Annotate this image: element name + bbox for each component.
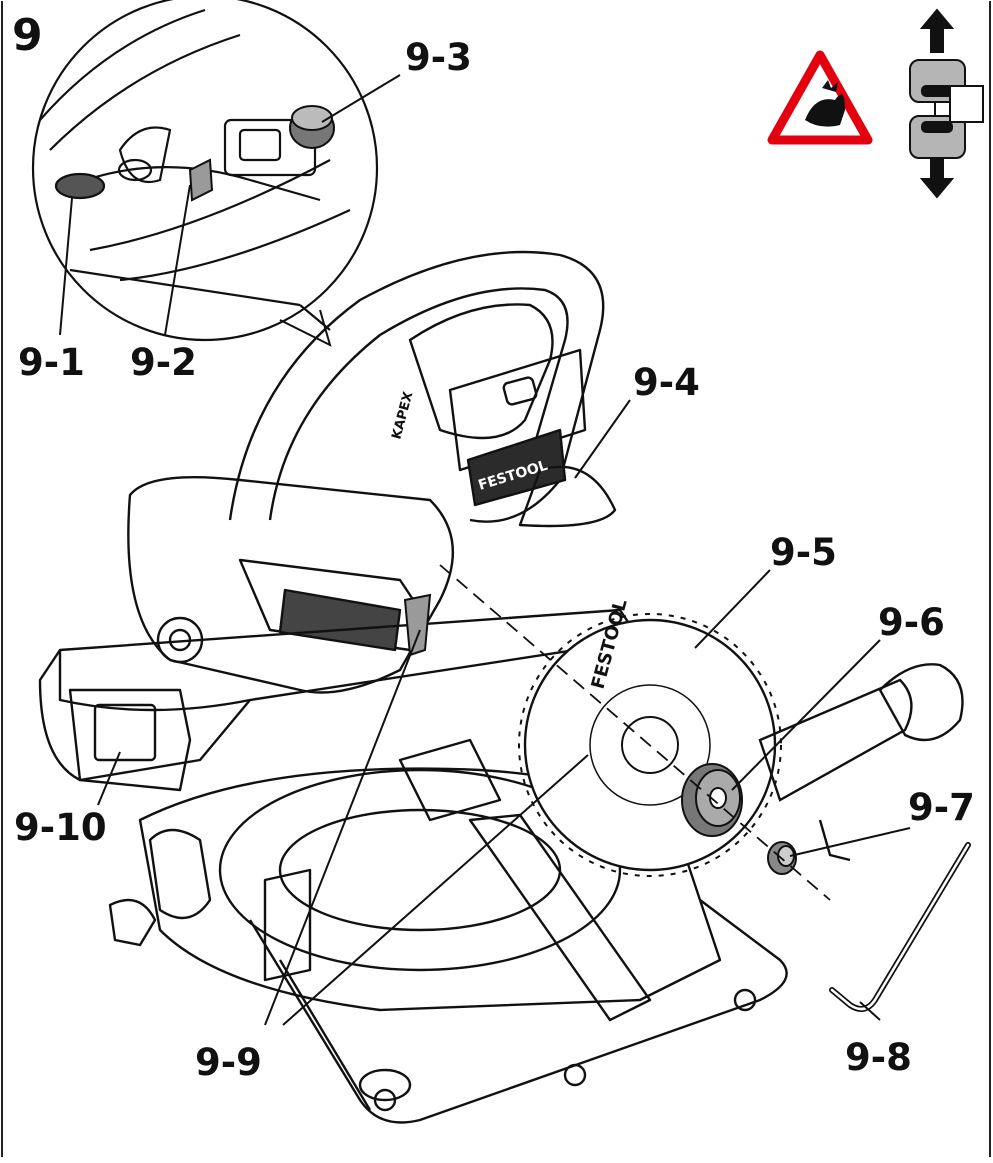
callout-9-1: 9-1: [18, 341, 85, 384]
right-knob: [758, 663, 964, 862]
callout-9-7: 9-7: [908, 786, 975, 829]
blade-axis: [439, 564, 831, 901]
callout-9-6: 9-6: [878, 601, 945, 644]
hex-key: [829, 842, 971, 1012]
flange-9-6: [681, 763, 743, 837]
saw-blade: FESTOOL: [518, 597, 782, 877]
callout-9-3: 9-3: [405, 36, 472, 79]
pull-apart-arrows-icon: [909, 8, 984, 199]
wedge-9-9: [403, 593, 432, 657]
lever-9-2: [188, 158, 214, 202]
callout-9-2: 9-2: [130, 341, 197, 384]
callout-9-10: 9-10: [14, 806, 107, 849]
callout-9-4: 9-4: [633, 361, 700, 404]
leader-lines: [59, 74, 911, 1026]
figure-number: 9: [12, 10, 43, 61]
knob-9-3: [289, 105, 335, 149]
handle-model-print: KAPEX: [389, 390, 416, 441]
callout-9-9: 9-9: [195, 1041, 262, 1084]
saw-body: [38, 250, 788, 1124]
hand-injury-warning-icon: [767, 50, 873, 145]
callout-9-5: 9-5: [770, 531, 837, 574]
callout-9-8: 9-8: [845, 1036, 912, 1079]
